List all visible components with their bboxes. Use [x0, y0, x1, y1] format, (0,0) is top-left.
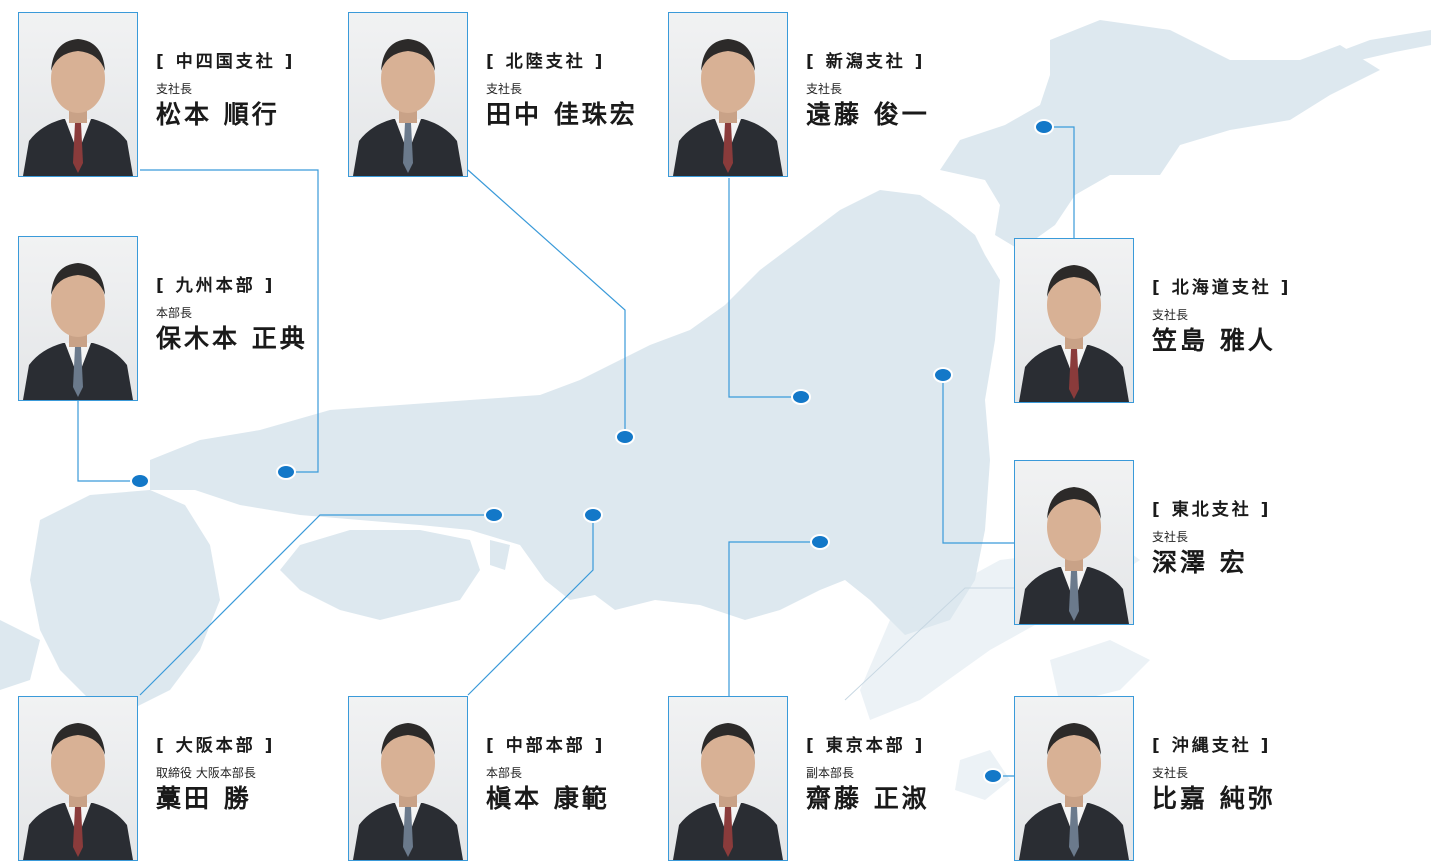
portrait-photo: [1014, 696, 1134, 861]
position-title: 支社長: [806, 82, 843, 96]
office-label: [ 東京本部 ]: [806, 736, 926, 756]
marker-okinawa: [983, 768, 1003, 784]
position-title: 支社長: [1152, 766, 1189, 780]
position-title: 支社長: [1152, 308, 1189, 322]
office-label: [ 中部本部 ]: [486, 736, 606, 756]
portrait-photo: [1014, 238, 1134, 403]
office-label: [ 大阪本部 ]: [156, 736, 276, 756]
honshu-landmass: [150, 190, 1000, 635]
person-name: 槇本 康範: [486, 784, 610, 813]
person-name: 松本 順行: [156, 100, 280, 129]
person-name: 保木本 正典: [156, 324, 308, 353]
marker-tokyo: [810, 534, 830, 550]
marker-osaka: [484, 507, 504, 523]
portrait-photo: [18, 12, 138, 177]
marker-chushikoku: [276, 464, 296, 480]
portrait-silhouette: [673, 39, 783, 176]
person-name: 遠藤 俊一: [806, 100, 930, 129]
portrait-photo: [668, 696, 788, 861]
portrait-silhouette: [23, 723, 133, 860]
position-title: 本部長: [156, 306, 193, 320]
marker-chubu: [583, 507, 603, 523]
person-name: 深澤 宏: [1152, 548, 1248, 577]
marker-hokkaido: [1034, 119, 1054, 135]
portrait-silhouette: [1019, 265, 1129, 402]
marker-niigata: [791, 389, 811, 405]
position-title: 支社長: [486, 82, 523, 96]
marker-kyushu: [130, 473, 150, 489]
office-label: [ 東北支社 ]: [1152, 500, 1272, 520]
hokkaido-landmass: [940, 20, 1380, 250]
marker-tohoku: [933, 367, 953, 383]
position-title: 支社長: [1152, 530, 1189, 544]
office-label: [ 北海道支社 ]: [1152, 278, 1292, 298]
portrait-silhouette: [1019, 487, 1129, 624]
office-label: [ 新潟支社 ]: [806, 52, 926, 72]
position-title: 本部長: [486, 766, 523, 780]
portrait-photo: [1014, 460, 1134, 625]
position-title: 副本部長: [806, 766, 855, 780]
portrait-photo: [18, 696, 138, 861]
portrait-silhouette: [23, 263, 133, 400]
portrait-silhouette: [1019, 723, 1129, 860]
portrait-photo: [668, 12, 788, 177]
office-label: [ 北陸支社 ]: [486, 52, 606, 72]
portrait-photo: [18, 236, 138, 401]
portrait-silhouette: [353, 39, 463, 176]
person-name: 齋藤 正淑: [806, 784, 930, 813]
portrait-silhouette: [353, 723, 463, 860]
position-title: 支社長: [156, 82, 193, 96]
shikoku-landmass: [280, 530, 480, 620]
person-name: 比嘉 純弥: [1152, 784, 1276, 813]
portrait-photo: [348, 12, 468, 177]
kyushu-landmass: [30, 490, 220, 710]
person-name: 藁田 勝: [156, 784, 252, 813]
person-name: 田中 佳珠宏: [486, 100, 638, 129]
portrait-photo: [348, 696, 468, 861]
office-label: [ 中四国支社 ]: [156, 52, 296, 72]
portrait-silhouette: [23, 39, 133, 176]
marker-hokuriku: [615, 429, 635, 445]
position-title: 取締役 大阪本部長: [156, 766, 256, 780]
person-name: 笠島 雅人: [1152, 326, 1276, 355]
office-label: [ 九州本部 ]: [156, 276, 276, 296]
office-label: [ 沖縄支社 ]: [1152, 736, 1272, 756]
portrait-silhouette: [673, 723, 783, 860]
